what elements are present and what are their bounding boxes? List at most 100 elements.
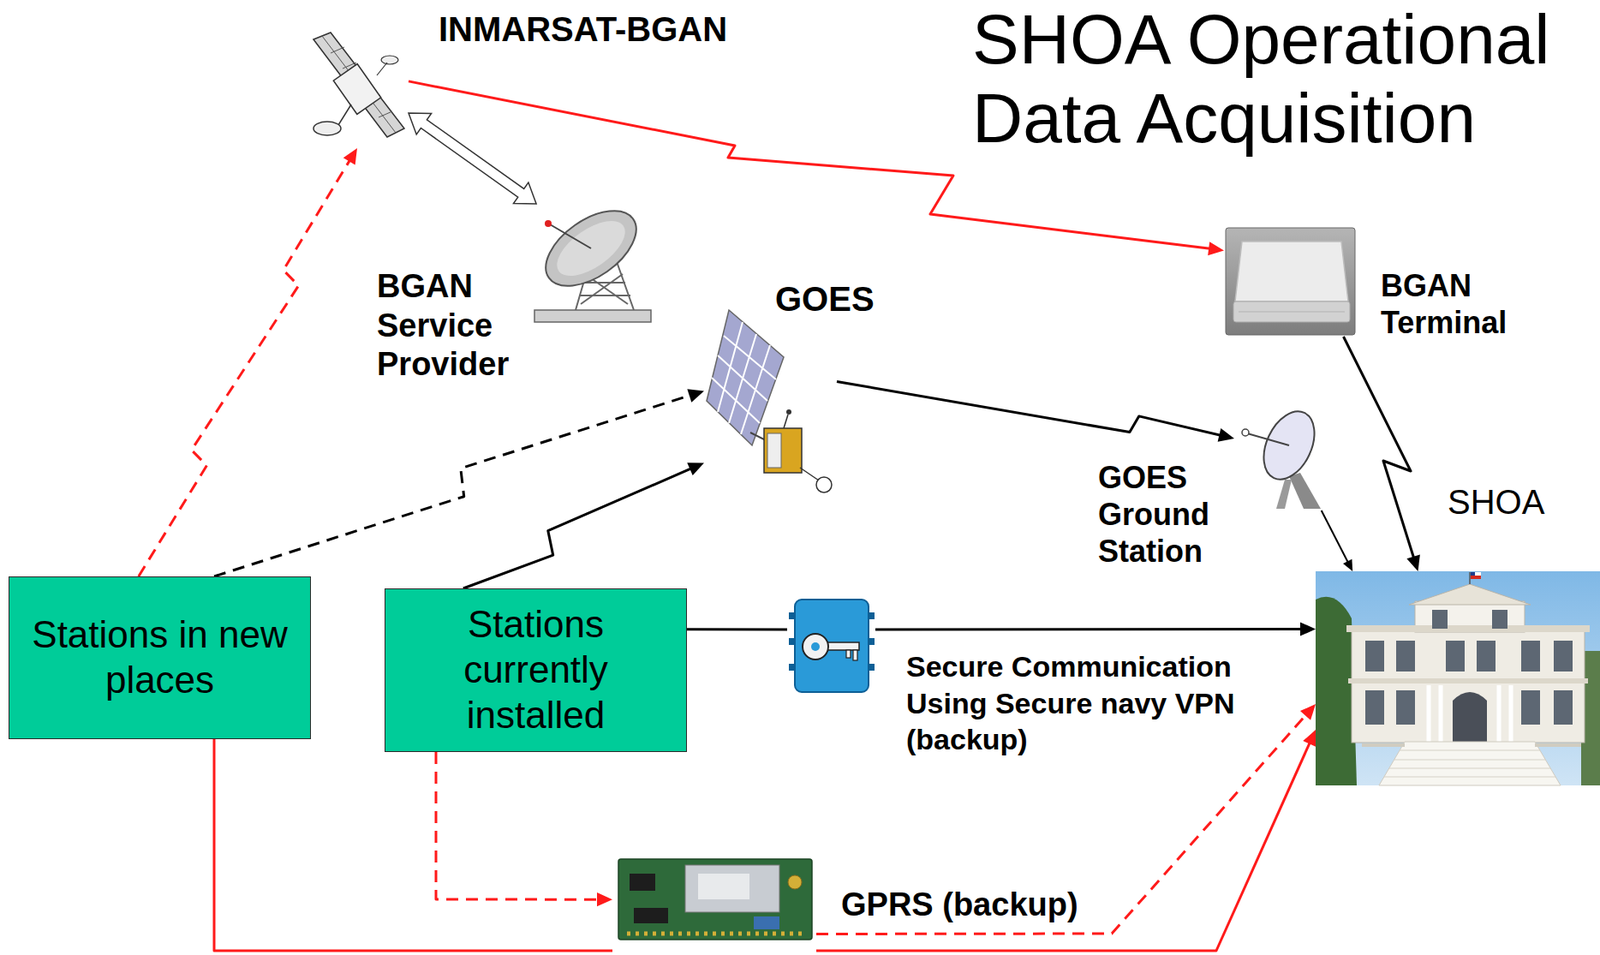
bgan-terminal — [1225, 227, 1356, 335]
equipment-label: GPRS (backup) — [841, 885, 1124, 926]
connector-line — [463, 467, 693, 589]
antenna-connector — [788, 875, 802, 890]
key-tooth — [846, 650, 851, 658]
columns — [1428, 685, 1511, 742]
connector — [214, 739, 613, 951]
connector-line — [816, 740, 1311, 951]
window — [1476, 640, 1496, 672]
station-box: Stations in new places — [8, 576, 311, 740]
window — [1432, 609, 1448, 629]
connector-line — [816, 713, 1308, 935]
equipment-node: INMARSAT-BGAN — [305, 30, 409, 149]
antenna-boom — [338, 104, 352, 126]
connector — [875, 621, 1316, 636]
equipment-label: BGAN Terminal — [1380, 267, 1531, 341]
equipment-label-text: GOES — [775, 278, 913, 320]
stair-steps — [1384, 750, 1556, 777]
antenna-mast — [783, 414, 789, 429]
connector-line — [214, 394, 693, 577]
window — [1521, 690, 1541, 725]
door — [1452, 692, 1487, 742]
arrowhead — [343, 148, 358, 166]
connector — [1321, 510, 1353, 572]
connector — [435, 752, 613, 907]
balustrade — [1361, 743, 1582, 747]
feed-horn — [1241, 429, 1249, 436]
arrowhead — [1343, 559, 1353, 572]
antenna-boom — [376, 62, 388, 76]
terminal-photo-ground — [1225, 227, 1356, 335]
equipment-label: BGAN Service Provider — [376, 267, 530, 385]
connector — [816, 704, 1316, 935]
station-box: Stations currently installed — [384, 588, 687, 753]
solar-panel — [706, 310, 784, 446]
equipment-node: SHOA — [1315, 571, 1600, 786]
solar-array — [313, 32, 405, 138]
connector — [816, 729, 1316, 951]
chip — [633, 907, 669, 924]
key-block — [794, 599, 869, 693]
connector — [686, 628, 788, 630]
boom — [800, 467, 819, 481]
chip — [629, 873, 656, 891]
connector — [1343, 336, 1421, 572]
dish-feed — [1247, 433, 1290, 446]
box-text: Stations in new places — [18, 612, 302, 704]
equipment-node: GOES Ground Station — [1234, 407, 1326, 511]
window — [1365, 690, 1385, 725]
equipment-label-text: GOES Ground Station — [1098, 459, 1227, 571]
equipment-label-text: BGAN Service Provider — [376, 267, 530, 385]
arrowhead — [1302, 729, 1316, 747]
window — [1521, 640, 1541, 672]
feed-dot — [544, 220, 552, 227]
dish-reflector-inner — [548, 210, 635, 287]
satellite-bus — [333, 64, 381, 115]
gprs-module — [685, 865, 780, 913]
station-label: Stations currently installed — [407, 602, 665, 738]
flag — [1470, 575, 1481, 580]
equipment-node: Secure Communication Using Secure navy V… — [787, 597, 876, 696]
equipment-node: BGAN Service Provider — [530, 203, 653, 325]
flag-pole — [1468, 572, 1471, 585]
goes-ground-dish — [1241, 403, 1325, 509]
stairs — [1379, 741, 1561, 786]
connector — [138, 148, 358, 577]
bgan-provider-dish — [532, 196, 651, 323]
antenna-dish — [381, 55, 399, 65]
equipment-label-text: Secure Communication Using Secure navy V… — [906, 648, 1249, 759]
connector-line — [1321, 510, 1350, 564]
equipment-label: GOES — [775, 278, 913, 320]
flag — [1470, 572, 1481, 576]
equipment-node: GPRS (backup) — [612, 852, 817, 951]
connector-line — [138, 158, 352, 577]
dish-stand — [1289, 472, 1321, 509]
antenna-tip — [786, 409, 792, 415]
boom-sensor — [816, 477, 832, 493]
connector-line — [686, 627, 788, 631]
dish-feed — [549, 224, 592, 249]
pediment — [1408, 584, 1531, 605]
inmarsat-satellite — [313, 32, 405, 138]
arrowhead — [1300, 704, 1316, 721]
terminal-base — [1233, 301, 1350, 323]
dish-base — [534, 310, 651, 323]
pcb — [618, 859, 812, 940]
double-arrow — [408, 113, 537, 204]
equipment-label-text: GPRS (backup) — [841, 885, 1124, 926]
key-shaft — [824, 642, 860, 651]
equipment-node: GOES — [704, 305, 837, 496]
arrowhead — [1207, 241, 1224, 256]
equipment-label-text: INMARSAT-BGAN — [438, 8, 782, 50]
window — [1396, 640, 1415, 672]
array-grid — [322, 35, 396, 133]
arrowhead — [1300, 621, 1316, 636]
arrowhead — [1217, 428, 1235, 442]
connector-line — [836, 381, 1223, 436]
connector — [836, 381, 1235, 442]
connector — [214, 388, 705, 577]
cornice — [1348, 678, 1589, 684]
capacitor — [753, 916, 780, 930]
cornice — [1346, 625, 1590, 633]
goes-satellite — [706, 310, 832, 493]
diagram-title: SHOA Operational Data Acquisition — [972, 0, 1594, 158]
